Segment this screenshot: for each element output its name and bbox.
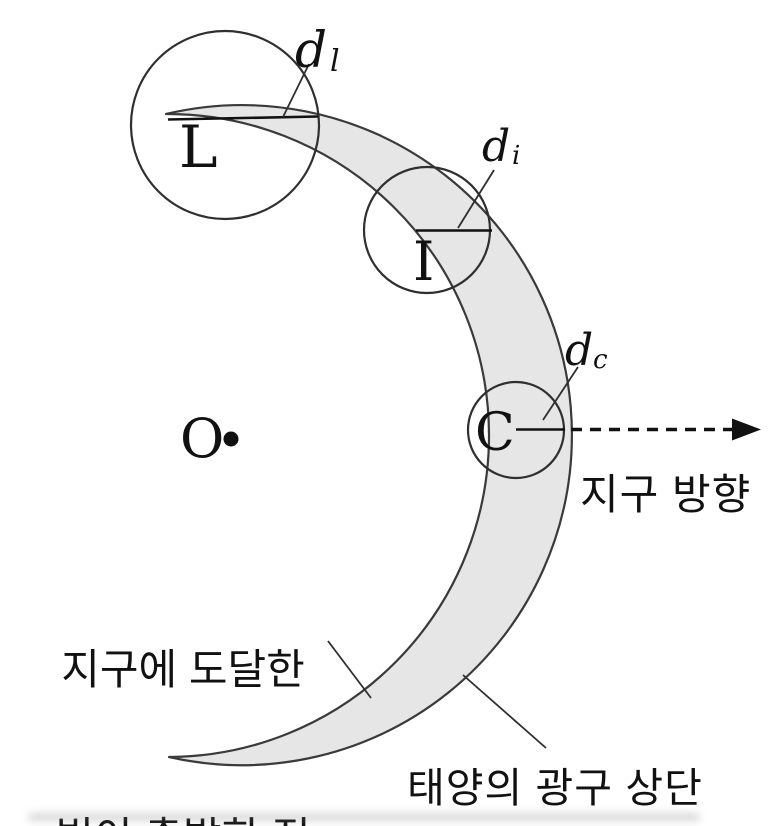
- circle-L-label: L: [179, 113, 218, 181]
- point-O-dot: [223, 431, 239, 447]
- point-O-label: O: [180, 407, 224, 470]
- circle-C-label: C: [475, 403, 515, 463]
- photosphere-band: [164, 104, 573, 767]
- dc-label-sub: c: [593, 345, 608, 375]
- circle-L: [129, 29, 321, 221]
- earth-direction-label: 지구 방향: [580, 471, 752, 518]
- chord-dl: [167, 115, 319, 121]
- dl-label-sub: l: [330, 44, 340, 79]
- leader-dc: [542, 366, 579, 421]
- light-origin-line2: 빛이 출발한 점: [18, 810, 348, 826]
- leader-dl: [282, 63, 310, 118]
- circle-I-label: I: [413, 230, 434, 293]
- dl-label-base: d: [295, 21, 327, 79]
- light-origin-line1: 지구에 도달한: [61, 646, 305, 693]
- light-origin-label: 지구에 도달한 빛이 출발한 점: [18, 530, 348, 826]
- leader-light-origin: [327, 640, 372, 699]
- leader-di: [457, 169, 495, 229]
- leader-photosphere-top: [462, 674, 547, 749]
- di-label-base: d: [482, 121, 510, 172]
- dc-label-base: d: [565, 325, 593, 376]
- scan-artifact-smudge: [28, 813, 700, 821]
- photosphere-top-label: 태양의 광구 상단: [407, 765, 703, 811]
- di-label-sub: i: [512, 141, 520, 171]
- earth-direction-arrowhead-icon: [732, 418, 761, 441]
